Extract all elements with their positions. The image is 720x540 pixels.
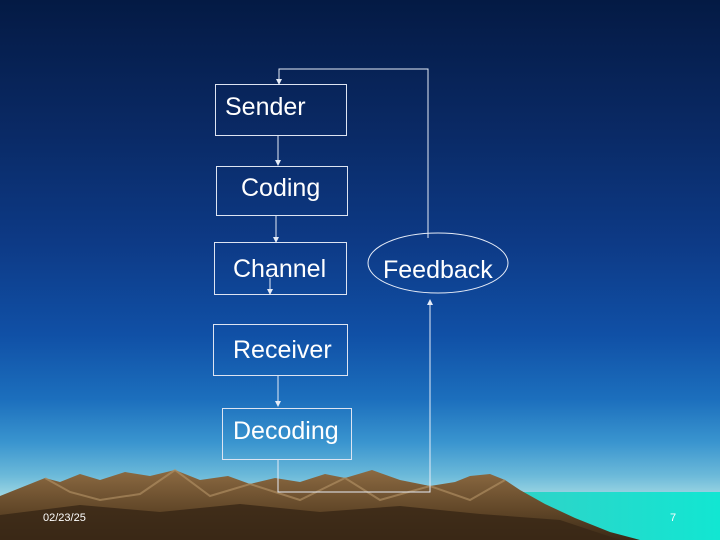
edge-decoding-feedback — [277, 299, 433, 493]
receiver-label: Receiver — [233, 336, 332, 364]
mountain-foreground — [0, 504, 620, 540]
channel-label: Channel — [233, 255, 327, 283]
receiver-node: Receiver — [213, 324, 348, 376]
footer-date: 02/23/25 — [43, 512, 86, 524]
sender-label: Sender — [225, 93, 306, 121]
edge-feedback-sender — [276, 68, 429, 238]
feedback-label: Feedback — [383, 256, 493, 284]
decoding-node: Decoding — [222, 408, 352, 460]
coding-node: Coding — [216, 166, 348, 216]
sender-node: Sender — [215, 84, 347, 136]
decoding-label: Decoding — [233, 417, 339, 445]
feedback-node — [367, 232, 509, 294]
channel-node: Channel — [214, 242, 347, 295]
footer-page-number: 7 — [670, 512, 677, 524]
coding-label: Coding — [241, 174, 321, 202]
